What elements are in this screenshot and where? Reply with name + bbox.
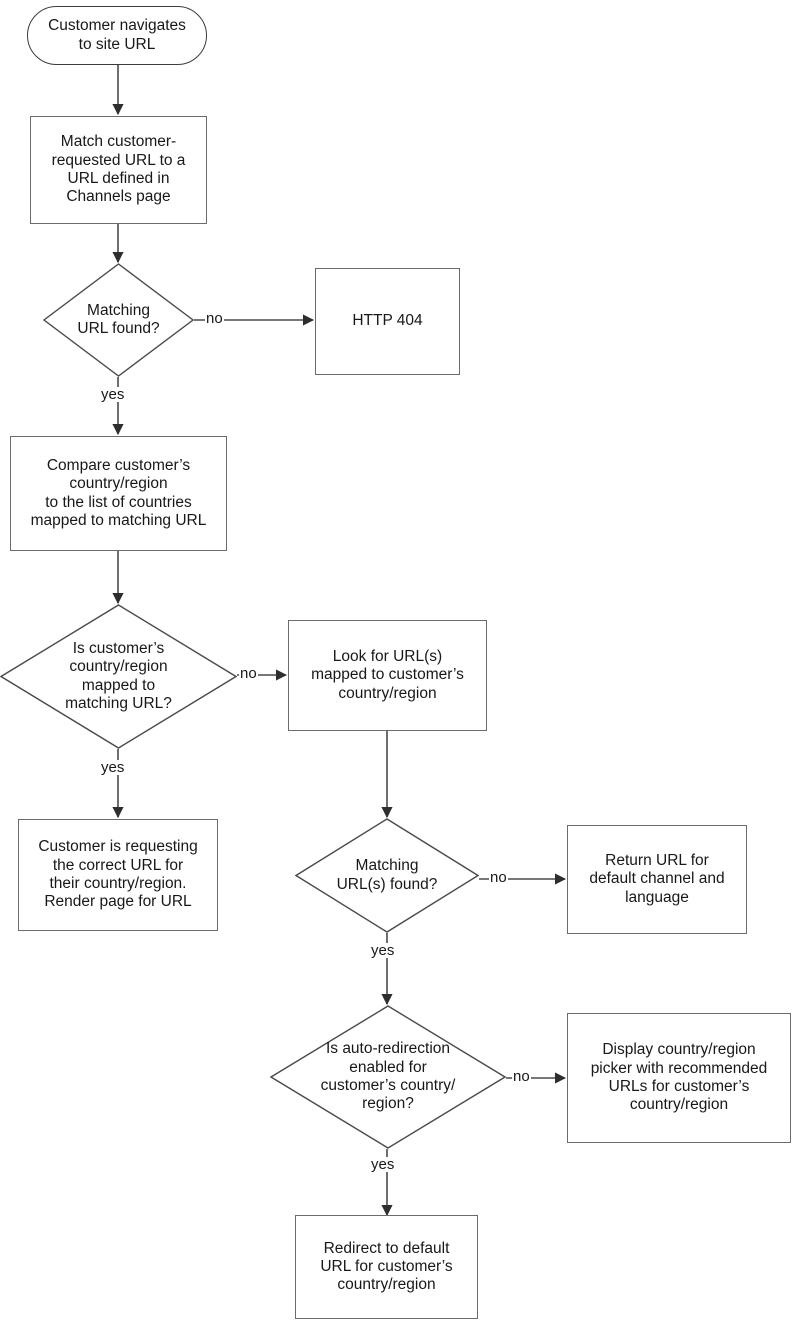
node-compare-country: Compare customer’s country/region to the… bbox=[10, 436, 227, 551]
node-matching-urls-found: Matching URL(s) found? bbox=[295, 818, 479, 933]
node-start-label: Customer navigates to site URL bbox=[48, 17, 186, 53]
edge-label-yes-compare: yes bbox=[100, 386, 126, 403]
node-matching-url-found-label: Matching URL found? bbox=[77, 301, 160, 337]
node-correct-url-label: Customer is requesting the correct URL f… bbox=[38, 838, 198, 911]
node-look-for-urls-label: Look for URL(s) mapped to customer’s cou… bbox=[311, 648, 464, 702]
node-return-default-label: Return URL for default channel and langu… bbox=[589, 852, 725, 906]
node-look-for-urls: Look for URL(s) mapped to customer’s cou… bbox=[288, 620, 487, 731]
node-match-url: Match customer- requested URL to a URL d… bbox=[30, 116, 207, 224]
node-matching-url-found: Matching URL found? bbox=[43, 263, 194, 377]
edge-label-no-display-picker: no bbox=[512, 1068, 531, 1085]
edge-label-no-look-for-urls: no bbox=[239, 665, 258, 682]
diamond-shape bbox=[43, 263, 194, 377]
node-display-picker-label: Display country/region picker with recom… bbox=[590, 1041, 768, 1114]
edge-label-no-return-default: no bbox=[489, 869, 508, 886]
node-correct-url: Customer is requesting the correct URL f… bbox=[18, 819, 218, 931]
node-return-default: Return URL for default channel and langu… bbox=[567, 825, 747, 934]
node-http-404-label: HTTP 404 bbox=[352, 312, 423, 330]
node-auto-redirect-enabled: Is auto-redirection enabled for customer… bbox=[270, 1005, 506, 1149]
node-match-url-label: Match customer- requested URL to a URL d… bbox=[51, 133, 186, 206]
node-display-picker: Display country/region picker with recom… bbox=[567, 1013, 791, 1143]
node-compare-country-label: Compare customer’s country/region to the… bbox=[30, 456, 207, 529]
node-redirect-default: Redirect to default URL for customer’s c… bbox=[295, 1215, 478, 1319]
edge-label-yes-correct-url: yes bbox=[100, 759, 126, 776]
node-start: Customer navigates to site URL bbox=[27, 6, 207, 65]
node-is-country-mapped: Is customer’s country/region mapped to m… bbox=[0, 604, 237, 749]
node-http-404: HTTP 404 bbox=[315, 268, 460, 375]
edge-label-yes-auto-redirect: yes bbox=[370, 942, 396, 959]
node-auto-redirect-enabled-label: Is auto-redirection enabled for customer… bbox=[320, 1040, 456, 1113]
node-is-country-mapped-label: Is customer’s country/region mapped to m… bbox=[65, 639, 172, 712]
node-redirect-default-label: Redirect to default URL for customer’s c… bbox=[320, 1239, 453, 1294]
edge-label-no-404: no bbox=[205, 310, 224, 327]
diamond-shape bbox=[295, 818, 479, 933]
diamond-shape bbox=[0, 604, 237, 749]
node-matching-urls-found-label: Matching URL(s) found? bbox=[336, 857, 438, 893]
diamond-shape bbox=[270, 1005, 506, 1149]
edge-label-yes-redirect-default: yes bbox=[370, 1156, 396, 1173]
